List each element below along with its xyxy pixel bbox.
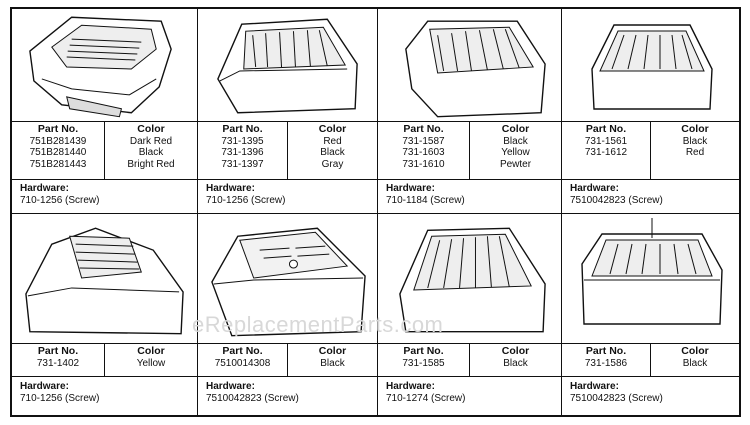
color-value: Gray [321,158,344,170]
hardware-label: Hardware: [20,381,69,392]
color-header: Color [501,345,530,357]
shroud-illustration-3 [378,9,561,121]
color-value: Black [503,135,528,147]
part-number: 751B281443 [29,158,87,170]
part-no-header: Part No. [585,123,627,135]
part-number: 731-1612 [584,147,628,158]
color-value: Pewter [499,158,532,170]
color-value: Black [682,357,708,369]
color-header: Color [137,123,165,135]
hardware-value: 710-1256 (Screw) [206,195,286,206]
parts-catalog-frame: Part No. 751B281439 751B281440 751B28144… [10,7,741,417]
part-table-8: Part No. 731-1586 Color Black [562,343,739,377]
part-cell-1: Part No. 751B281439 751B281440 751B28144… [12,9,198,214]
hardware-block: Hardware: 710-1256 (Screw) [20,183,99,207]
part-cell-7: Part No. 731-1585 Color Black Hardware: … [378,214,562,415]
shroud-illustration-6 [198,214,377,342]
part-cell-3: Part No. 731-1587 731-1603 731-1610 Colo… [378,9,562,214]
part-no-header: Part No. [222,345,263,357]
shroud-illustration-5 [12,214,197,342]
color-header: Color [137,345,165,357]
hardware-value: 7510042823 (Screw) [570,195,663,206]
hardware-block: Hardware: 7510042823 (Screw) [570,183,663,207]
part-no-header: Part No. [585,345,627,357]
hardware-block: Hardware: 7510042823 (Screw) [206,381,299,405]
hardware-value: 710-1184 (Screw) [386,195,465,206]
hardware-block: Hardware: 710-1274 (Screw) [386,381,465,405]
hardware-block: Hardware: 710-1184 (Screw) [386,183,465,207]
part-number: 751B281440 [29,147,87,158]
part-cell-4: Part No. 731-1561 731-1612 Color Black R… [562,9,739,214]
part-cell-2: Part No. 731-1395 731-1396 731-1397 Colo… [198,9,378,214]
part-table-4: Part No. 731-1561 731-1612 Color Black R… [562,121,739,180]
part-no-header: Part No. [222,123,263,135]
part-number: 731-1586 [584,357,628,369]
color-value: Black [138,147,164,158]
hardware-label: Hardware: [386,381,435,392]
part-no-header: Part No. [403,123,444,135]
part-number: 731-1395 [221,135,264,147]
part-no-header: Part No. [37,345,79,357]
part-table-1: Part No. 751B281439 751B281440 751B28144… [12,121,197,180]
color-header: Color [681,123,709,135]
shroud-illustration-8 [562,214,739,342]
color-value: Black [682,135,708,147]
part-no-header: Part No. [403,345,444,357]
color-value: Red [685,147,705,158]
part-number: 731-1610 [402,158,445,170]
part-cell-8: Part No. 731-1586 Color Black Hardware: … [562,214,739,415]
hardware-block: Hardware: 7510042823 (Screw) [570,381,663,405]
hardware-label: Hardware: [570,183,619,194]
hardware-label: Hardware: [206,183,255,194]
hardware-label: Hardware: [570,381,619,392]
color-value: Dark Red [129,135,173,147]
color-value: Black [320,357,345,369]
part-number: 731-1585 [402,357,445,369]
hardware-value: 7510042823 (Screw) [206,393,299,404]
hardware-value: 7510042823 (Screw) [570,393,663,404]
color-value: Yellow [501,147,530,158]
part-table-5: Part No. 731-1402 Color Yellow [12,343,197,377]
color-value: Black [503,357,528,369]
color-header: Color [318,345,347,357]
part-table-2: Part No. 731-1395 731-1396 731-1397 Colo… [198,121,377,180]
hardware-block: Hardware: 710-1256 (Screw) [20,381,99,405]
hardware-label: Hardware: [206,381,255,392]
color-header: Color [681,345,709,357]
part-number: 731-1603 [402,147,445,158]
hardware-block: Hardware: 710-1256 (Screw) [206,183,285,207]
part-table-3: Part No. 731-1587 731-1603 731-1610 Colo… [378,121,561,180]
part-number: 731-1561 [584,135,628,147]
shroud-illustration-4 [562,9,739,121]
color-value: Black [320,147,345,158]
hardware-value: 710-1256 (Screw) [20,195,100,206]
color-value: Bright Red [127,158,175,170]
color-value: Red [323,135,342,147]
color-value: Yellow [136,357,166,369]
part-table-6: Part No. 7510014308 Color Black [198,343,377,377]
part-cell-5: Part No. 731-1402 Color Yellow Hardware:… [12,214,198,415]
part-cell-6: Part No. 7510014308 Color Black Hardware… [198,214,378,415]
part-number: 731-1397 [221,158,264,170]
hardware-label: Hardware: [386,183,435,194]
shroud-illustration-7 [378,214,561,342]
shroud-illustration-1 [12,9,197,121]
shroud-illustration-2 [198,9,377,121]
color-header: Color [318,123,347,135]
part-no-header: Part No. [37,123,79,135]
hardware-label: Hardware: [20,183,69,194]
part-number: 731-1402 [36,357,80,369]
part-number: 751B281439 [29,135,87,147]
part-number: 731-1587 [402,135,445,147]
color-header: Color [501,123,530,135]
part-table-7: Part No. 731-1585 Color Black [378,343,561,377]
hardware-value: 710-1256 (Screw) [20,393,100,404]
part-number: 731-1396 [221,147,264,158]
hardware-value: 710-1274 (Screw) [386,393,466,404]
part-number: 7510014308 [214,357,271,369]
